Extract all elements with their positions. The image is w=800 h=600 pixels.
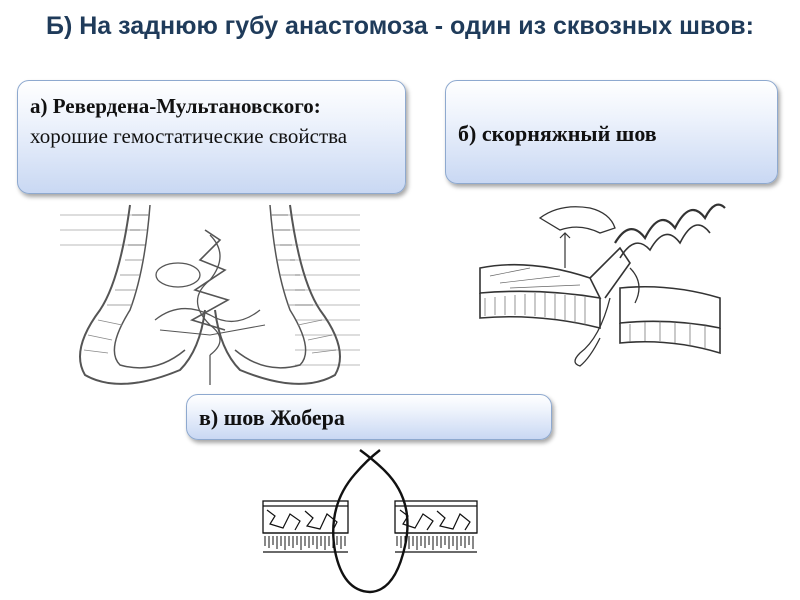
furrier-suture-illustration [479, 203, 726, 367]
slide-title: Б) На заднюю губу анастомоза - один из с… [46, 12, 754, 40]
callout-reverdin-multanovsky: а) Ревердена-Мультановского: хорошие гем… [17, 80, 406, 194]
suture-name-reverdin: а) Ревердена-Мультановского: [30, 94, 321, 118]
jobert-suture-illustration [262, 449, 478, 594]
suture-name-furrier: б) скорняжный шов [458, 121, 657, 146]
callout-jobert-suture: в) шов Жобера [186, 394, 552, 440]
suture-description-reverdin: хорошие гемостатические свойства [30, 124, 348, 148]
suture-name-jobert: в) шов Жобера [199, 405, 345, 430]
callout-furrier-suture: б) скорняжный шов [445, 80, 778, 184]
reverdin-suture-illustration [60, 204, 360, 385]
